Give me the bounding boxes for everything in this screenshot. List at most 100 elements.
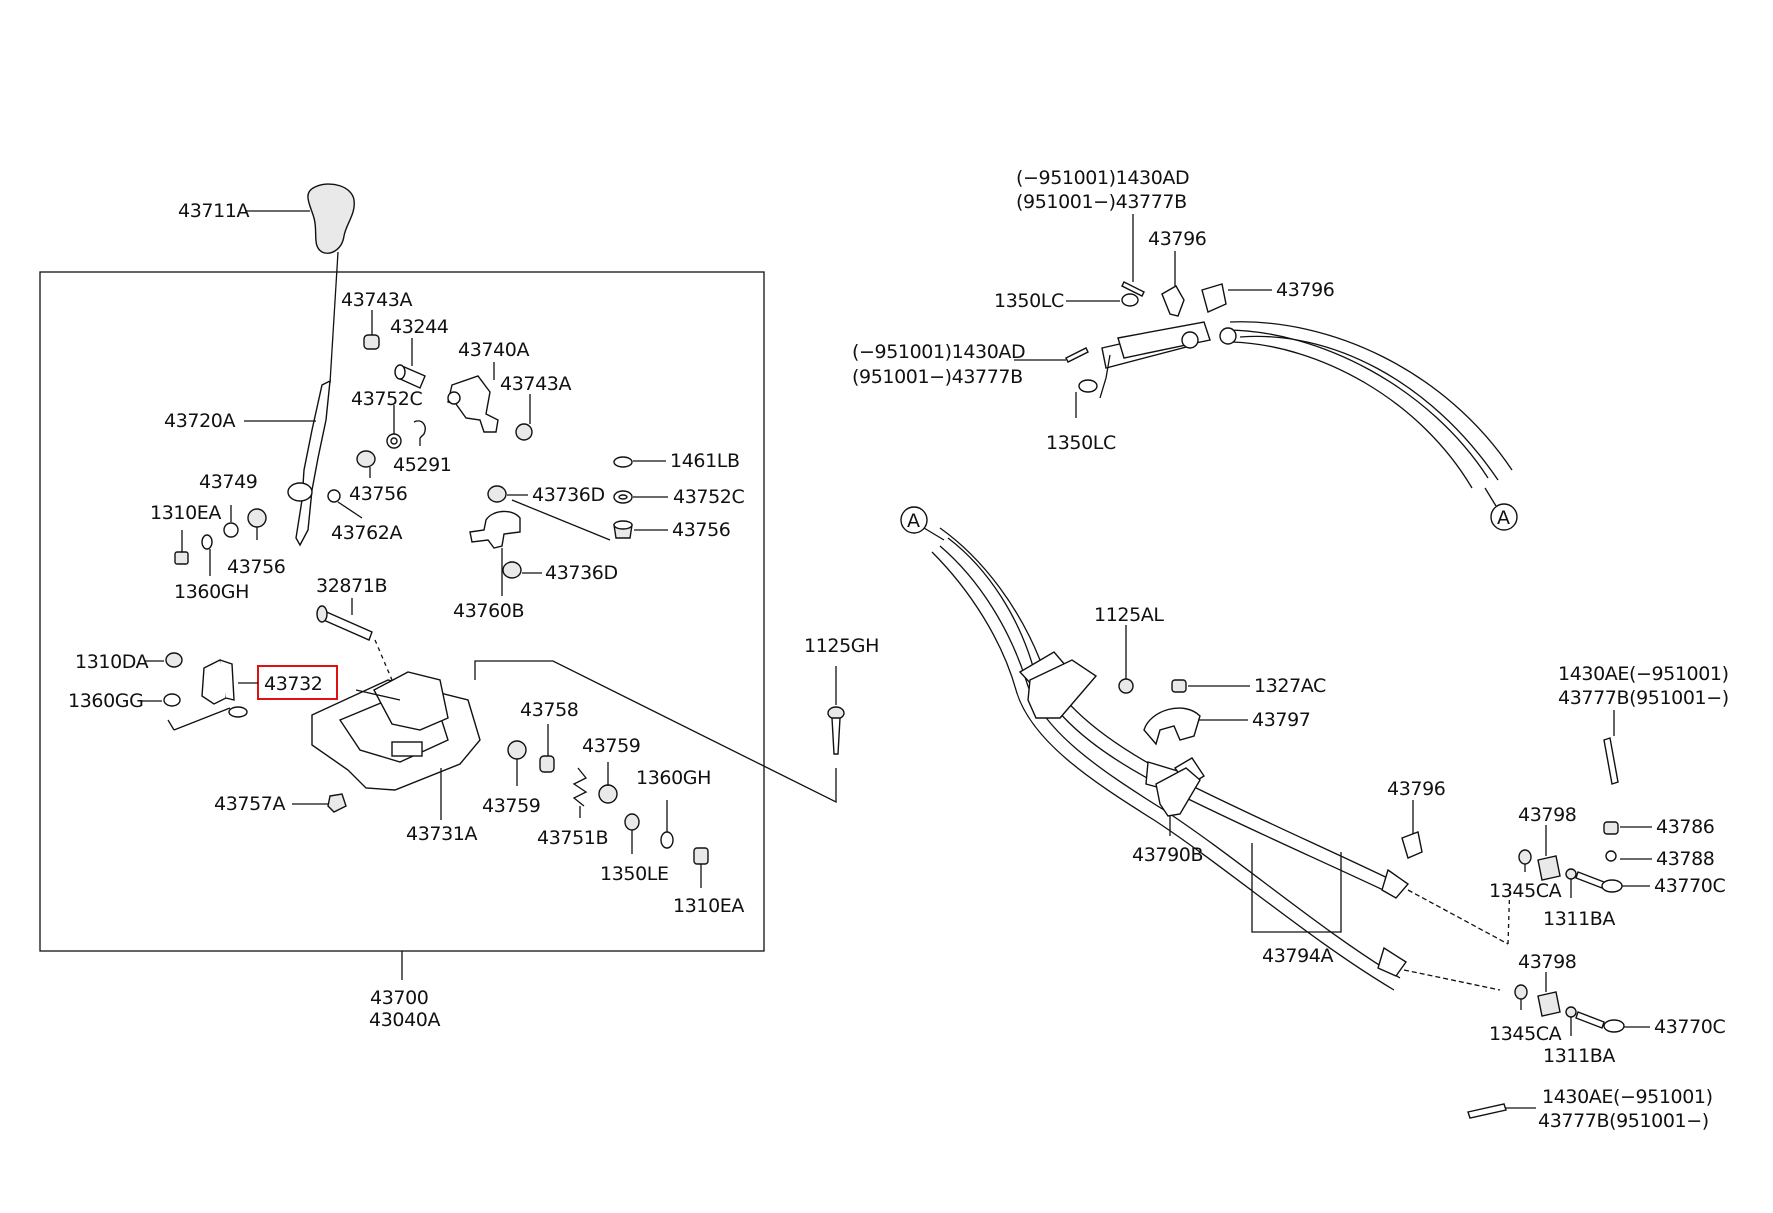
clip-45291: 45291 [393, 420, 452, 476]
base-plate-43731A: 43731A [311, 671, 481, 845]
nut-1311BA-2: 1311BA [1543, 1006, 1616, 1067]
label-1350LC-2[interactable]: 1350LC [1046, 432, 1116, 454]
label-43759-2[interactable]: 43759 [582, 735, 641, 757]
ref-A-left-letter: A [907, 510, 920, 532]
label-1310EA-2[interactable]: 1310EA [673, 895, 745, 917]
washer-43752C-1: 43752C [351, 388, 423, 449]
label-1311BA-2[interactable]: 1311BA [1543, 1045, 1616, 1067]
label-43756-3[interactable]: 43756 [672, 519, 731, 541]
label-43790B[interactable]: 43790B [1132, 844, 1203, 866]
shift-knob-43711A: 43711A [178, 183, 355, 384]
label-1461LB[interactable]: 1461LB [670, 450, 740, 472]
bracket-43790B: 43790B [1132, 767, 1203, 866]
label-43756-2[interactable]: 43756 [227, 556, 286, 578]
washer-43752C-2: 43752C [613, 486, 745, 508]
bushing-43743A-1: 43743A [341, 289, 413, 350]
label-43770C-2[interactable]: 43770C [1654, 1016, 1726, 1038]
label-top-cotter-2b[interactable]: (951001−)43777B [852, 366, 1023, 388]
label-top-cotter-1a[interactable]: (−951001)1430AD [1016, 167, 1190, 189]
label-43700[interactable]: 43700 [370, 987, 429, 1009]
nut-1311BA-1: 1311BA [1543, 868, 1616, 930]
label-43711A[interactable]: 43711A [178, 200, 250, 222]
bushing-43758: 43758 [520, 699, 579, 773]
label-43796-1[interactable]: 43796 [1148, 228, 1207, 250]
clip-43732: 43732 [167, 659, 338, 731]
label-1345CA-2[interactable]: 1345CA [1489, 1023, 1562, 1045]
ref-A-top-letter: A [1497, 507, 1510, 529]
label-1311BA-1[interactable]: 1311BA [1543, 908, 1616, 930]
nut-1345CA-1: 1345CA [1489, 849, 1562, 902]
label-top-cotter-1b[interactable]: (951001−)43777B [1016, 191, 1187, 213]
bushing-43762A: 43762A [327, 489, 403, 544]
label-43796-3[interactable]: 43796 [1387, 778, 1446, 800]
label-43798-1[interactable]: 43798 [1518, 804, 1577, 826]
label-1310EA-1[interactable]: 1310EA [150, 502, 222, 524]
label-1125AL[interactable]: 1125AL [1094, 604, 1165, 626]
nut-1310EA-1: 1310EA [150, 502, 222, 565]
label-43749[interactable]: 43749 [199, 471, 258, 493]
cable-43794A [931, 527, 1401, 991]
bushing-43756-2: 43756 [227, 508, 286, 578]
shift-lever-43720A: 43720A [164, 379, 331, 547]
label-43760B[interactable]: 43760B [453, 600, 524, 622]
label-top-cotter-2a[interactable]: (−951001)1430AD [852, 341, 1026, 363]
label-43757A[interactable]: 43757A [214, 793, 286, 815]
label-1310DA[interactable]: 1310DA [75, 651, 149, 673]
label-43743A-1[interactable]: 43743A [341, 289, 413, 311]
label-43720A[interactable]: 43720A [164, 410, 236, 432]
label-right-cotter-1a[interactable]: 1430AE(−951001) [1558, 663, 1729, 685]
label-43731A[interactable]: 43731A [406, 823, 478, 845]
label-45291[interactable]: 45291 [393, 454, 452, 476]
label-43244[interactable]: 43244 [390, 316, 449, 338]
label-right-cotter-1b[interactable]: 43777B(951001−) [1558, 687, 1729, 709]
label-43762A[interactable]: 43762A [331, 522, 403, 544]
label-1327AC[interactable]: 1327AC [1254, 675, 1326, 697]
label-43786[interactable]: 43786 [1656, 816, 1715, 838]
label-43751B[interactable]: 43751B [537, 827, 608, 849]
label-43736D-1[interactable]: 43736D [532, 484, 605, 506]
nut-1350LE: 1350LE [600, 813, 669, 885]
nut-1345CA-2: 1345CA [1489, 984, 1562, 1045]
bushing-43756-3: 43756 [613, 519, 731, 541]
label-43756-1[interactable]: 43756 [349, 483, 408, 505]
pin-43244: 43244 [390, 316, 449, 389]
label-43794A[interactable]: 43794A [1262, 945, 1334, 967]
label-43758[interactable]: 43758 [520, 699, 579, 721]
bushing-43759-1: 43759 [482, 740, 541, 817]
nut-1327AC: 1327AC [1171, 675, 1326, 697]
label-1350LE[interactable]: 1350LE [600, 863, 669, 885]
ref-A-left: A [900, 506, 945, 541]
clip-43796-1: 43796 [1148, 228, 1207, 317]
label-43752C-1[interactable]: 43752C [351, 388, 423, 410]
label-43796-2[interactable]: 43796 [1276, 279, 1335, 301]
label-43759-1[interactable]: 43759 [482, 795, 541, 817]
washer-1350LC-1: 1350LC [994, 290, 1139, 312]
label-1350LC-1[interactable]: 1350LC [994, 290, 1064, 312]
label-1125GH[interactable]: 1125GH [804, 635, 879, 657]
label-43797[interactable]: 43797 [1252, 709, 1311, 731]
label-1360GH-2[interactable]: 1360GH [636, 767, 711, 789]
ref-A-top: A [1484, 487, 1518, 531]
label-43770C-1[interactable]: 43770C [1654, 875, 1726, 897]
label-1360GH-1[interactable]: 1360GH [174, 581, 249, 603]
label-bottom-cotter-b[interactable]: 43777B(951001−) [1538, 1110, 1709, 1132]
label-43732[interactable]: 43732 [264, 673, 323, 695]
cable-upper-sheath [1099, 321, 1513, 489]
label-1345CA-1[interactable]: 1345CA [1489, 880, 1562, 902]
label-43752C-2[interactable]: 43752C [673, 486, 745, 508]
bushing-43736D-1: 43736D [487, 484, 605, 506]
label-43788[interactable]: 43788 [1656, 848, 1715, 870]
bushing-43798-2: 43798 [1518, 951, 1577, 1017]
label-43040A[interactable]: 43040A [369, 1009, 441, 1031]
label-43736D-2[interactable]: 43736D [545, 562, 618, 584]
label-32871B[interactable]: 32871B [316, 575, 387, 597]
nut-1310EA-2: 1310EA [673, 847, 745, 917]
washer-1360GG: 1360GG [68, 690, 181, 712]
label-43743A-2[interactable]: 43743A [500, 373, 572, 395]
grommet-1461LB: 1461LB [613, 450, 740, 472]
label-43740A[interactable]: 43740A [458, 339, 530, 361]
label-43798-2[interactable]: 43798 [1518, 951, 1577, 973]
label-1360GG[interactable]: 1360GG [68, 690, 144, 712]
label-bottom-cotter-a[interactable]: 1430AE(−951001) [1542, 1086, 1713, 1108]
